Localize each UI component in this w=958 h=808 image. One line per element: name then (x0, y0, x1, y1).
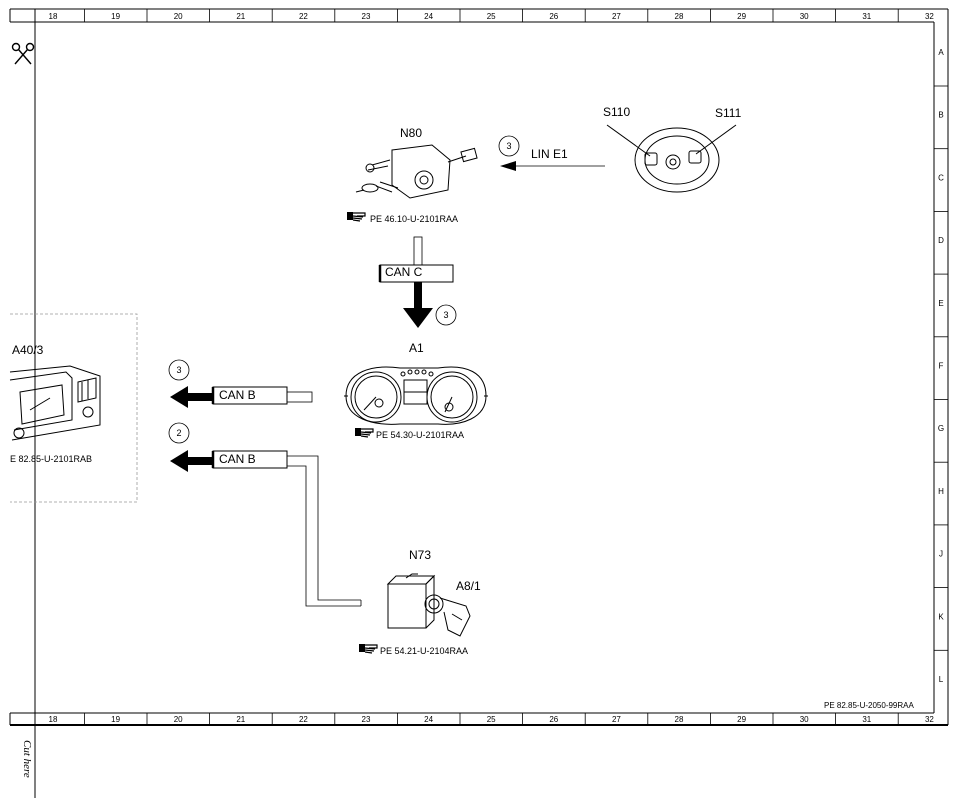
column-label: 30 (800, 715, 809, 724)
n73-label: N73 (409, 548, 431, 562)
row-label: E (938, 299, 943, 308)
pointing-hand-icon (347, 212, 366, 222)
column-label: 28 (675, 12, 684, 21)
can-b-bus-2 (170, 450, 362, 607)
a1-reference: PE 54.30-U-2101RAA (376, 430, 464, 440)
column-label: 29 (737, 715, 746, 724)
column-label: 23 (362, 715, 371, 724)
can-b-bus-1 (170, 386, 313, 408)
column-label: 22 (299, 12, 308, 21)
lin-number-circle (498, 135, 520, 157)
drawing-frame (9, 8, 949, 798)
lin-number: 3 (506, 141, 511, 151)
column-label: 21 (236, 715, 245, 724)
column-label: 30 (800, 12, 809, 21)
lin-label: LIN E1 (531, 147, 568, 161)
scissors-icon (11, 42, 35, 65)
row-labels: A B C D E F G H J K L (938, 48, 944, 684)
a40-dashed-box (10, 313, 138, 503)
steering-wheel (606, 124, 737, 193)
column-label: 21 (236, 12, 245, 21)
n73-reference: PE 54.21-U-2104RAA (380, 646, 468, 656)
can-b2-label: CAN B (219, 452, 256, 466)
n80-combination-switch (355, 144, 478, 199)
column-label: 29 (737, 12, 746, 21)
column-label: 25 (487, 12, 496, 21)
column-label: 23 (362, 12, 371, 21)
can-b1-number-circle (168, 359, 190, 381)
column-label: 19 (111, 12, 120, 21)
n80-reference: PE 46.10-U-2101RAA (370, 214, 458, 224)
column-label: 28 (675, 715, 684, 724)
column-label: 26 (549, 715, 558, 724)
can-c-number: 3 (443, 310, 448, 320)
column-label: 32 (925, 12, 934, 21)
column-labels-bottom: 18 19 20 21 22 23 24 25 26 27 28 29 30 31 32 (49, 715, 935, 724)
can-b1-label: CAN B (219, 388, 256, 402)
row-label: A (938, 48, 944, 57)
s111-label: S111 (715, 106, 742, 120)
row-label: D (938, 236, 944, 245)
cut-here-text: Cut here (21, 740, 33, 778)
a40-reference: E 82.85-U-2101RAB (10, 454, 92, 464)
row-label: H (938, 487, 944, 496)
row-label: C (938, 173, 944, 182)
column-label: 24 (424, 715, 433, 724)
row-label: F (939, 362, 944, 371)
pointing-hand-icon (359, 644, 378, 654)
column-label: 20 (174, 12, 183, 21)
n73-ignition-switch (386, 573, 471, 637)
column-label: 25 (487, 715, 496, 724)
column-label: 22 (299, 715, 308, 724)
a8-label: A8/1 (456, 579, 481, 593)
can-b2-number-circle (168, 422, 190, 444)
can-c-label: CAN C (385, 265, 423, 279)
column-label: 19 (111, 715, 120, 724)
column-label: 31 (862, 12, 871, 21)
a40-label: A40/3 (12, 343, 44, 357)
row-dividers (934, 85, 948, 651)
n80-label: N80 (400, 126, 422, 140)
column-label: 27 (612, 715, 621, 724)
column-dividers (84, 9, 899, 725)
a40-radio-unit (9, 365, 101, 441)
s110-label: S110 (603, 105, 630, 119)
row-label: B (938, 111, 943, 120)
column-labels-top: 18 19 20 21 22 23 24 25 26 27 28 29 30 31 32 (49, 12, 935, 21)
column-label: 24 (424, 12, 433, 21)
a1-label: A1 (409, 341, 424, 355)
column-label: 20 (174, 715, 183, 724)
can-b1-number: 3 (176, 365, 181, 375)
column-label: 18 (49, 12, 58, 21)
row-label: J (939, 550, 943, 559)
column-label: 31 (862, 715, 871, 724)
row-label: L (939, 675, 944, 684)
can-b2-number: 2 (176, 428, 181, 438)
can-c-number-circle (435, 304, 457, 326)
row-label: K (938, 612, 944, 621)
a1-instrument-cluster (344, 366, 488, 425)
can-c-bus (378, 236, 454, 328)
sheet-reference: PE 82.85-U-2050-99RAA (824, 701, 914, 710)
column-label: 32 (925, 715, 934, 724)
column-label: 26 (549, 12, 558, 21)
column-label: 27 (612, 12, 621, 21)
lin-e1-line (500, 161, 605, 171)
row-label: G (938, 424, 944, 433)
column-label: 18 (49, 715, 58, 724)
pointing-hand-icon (355, 428, 374, 438)
